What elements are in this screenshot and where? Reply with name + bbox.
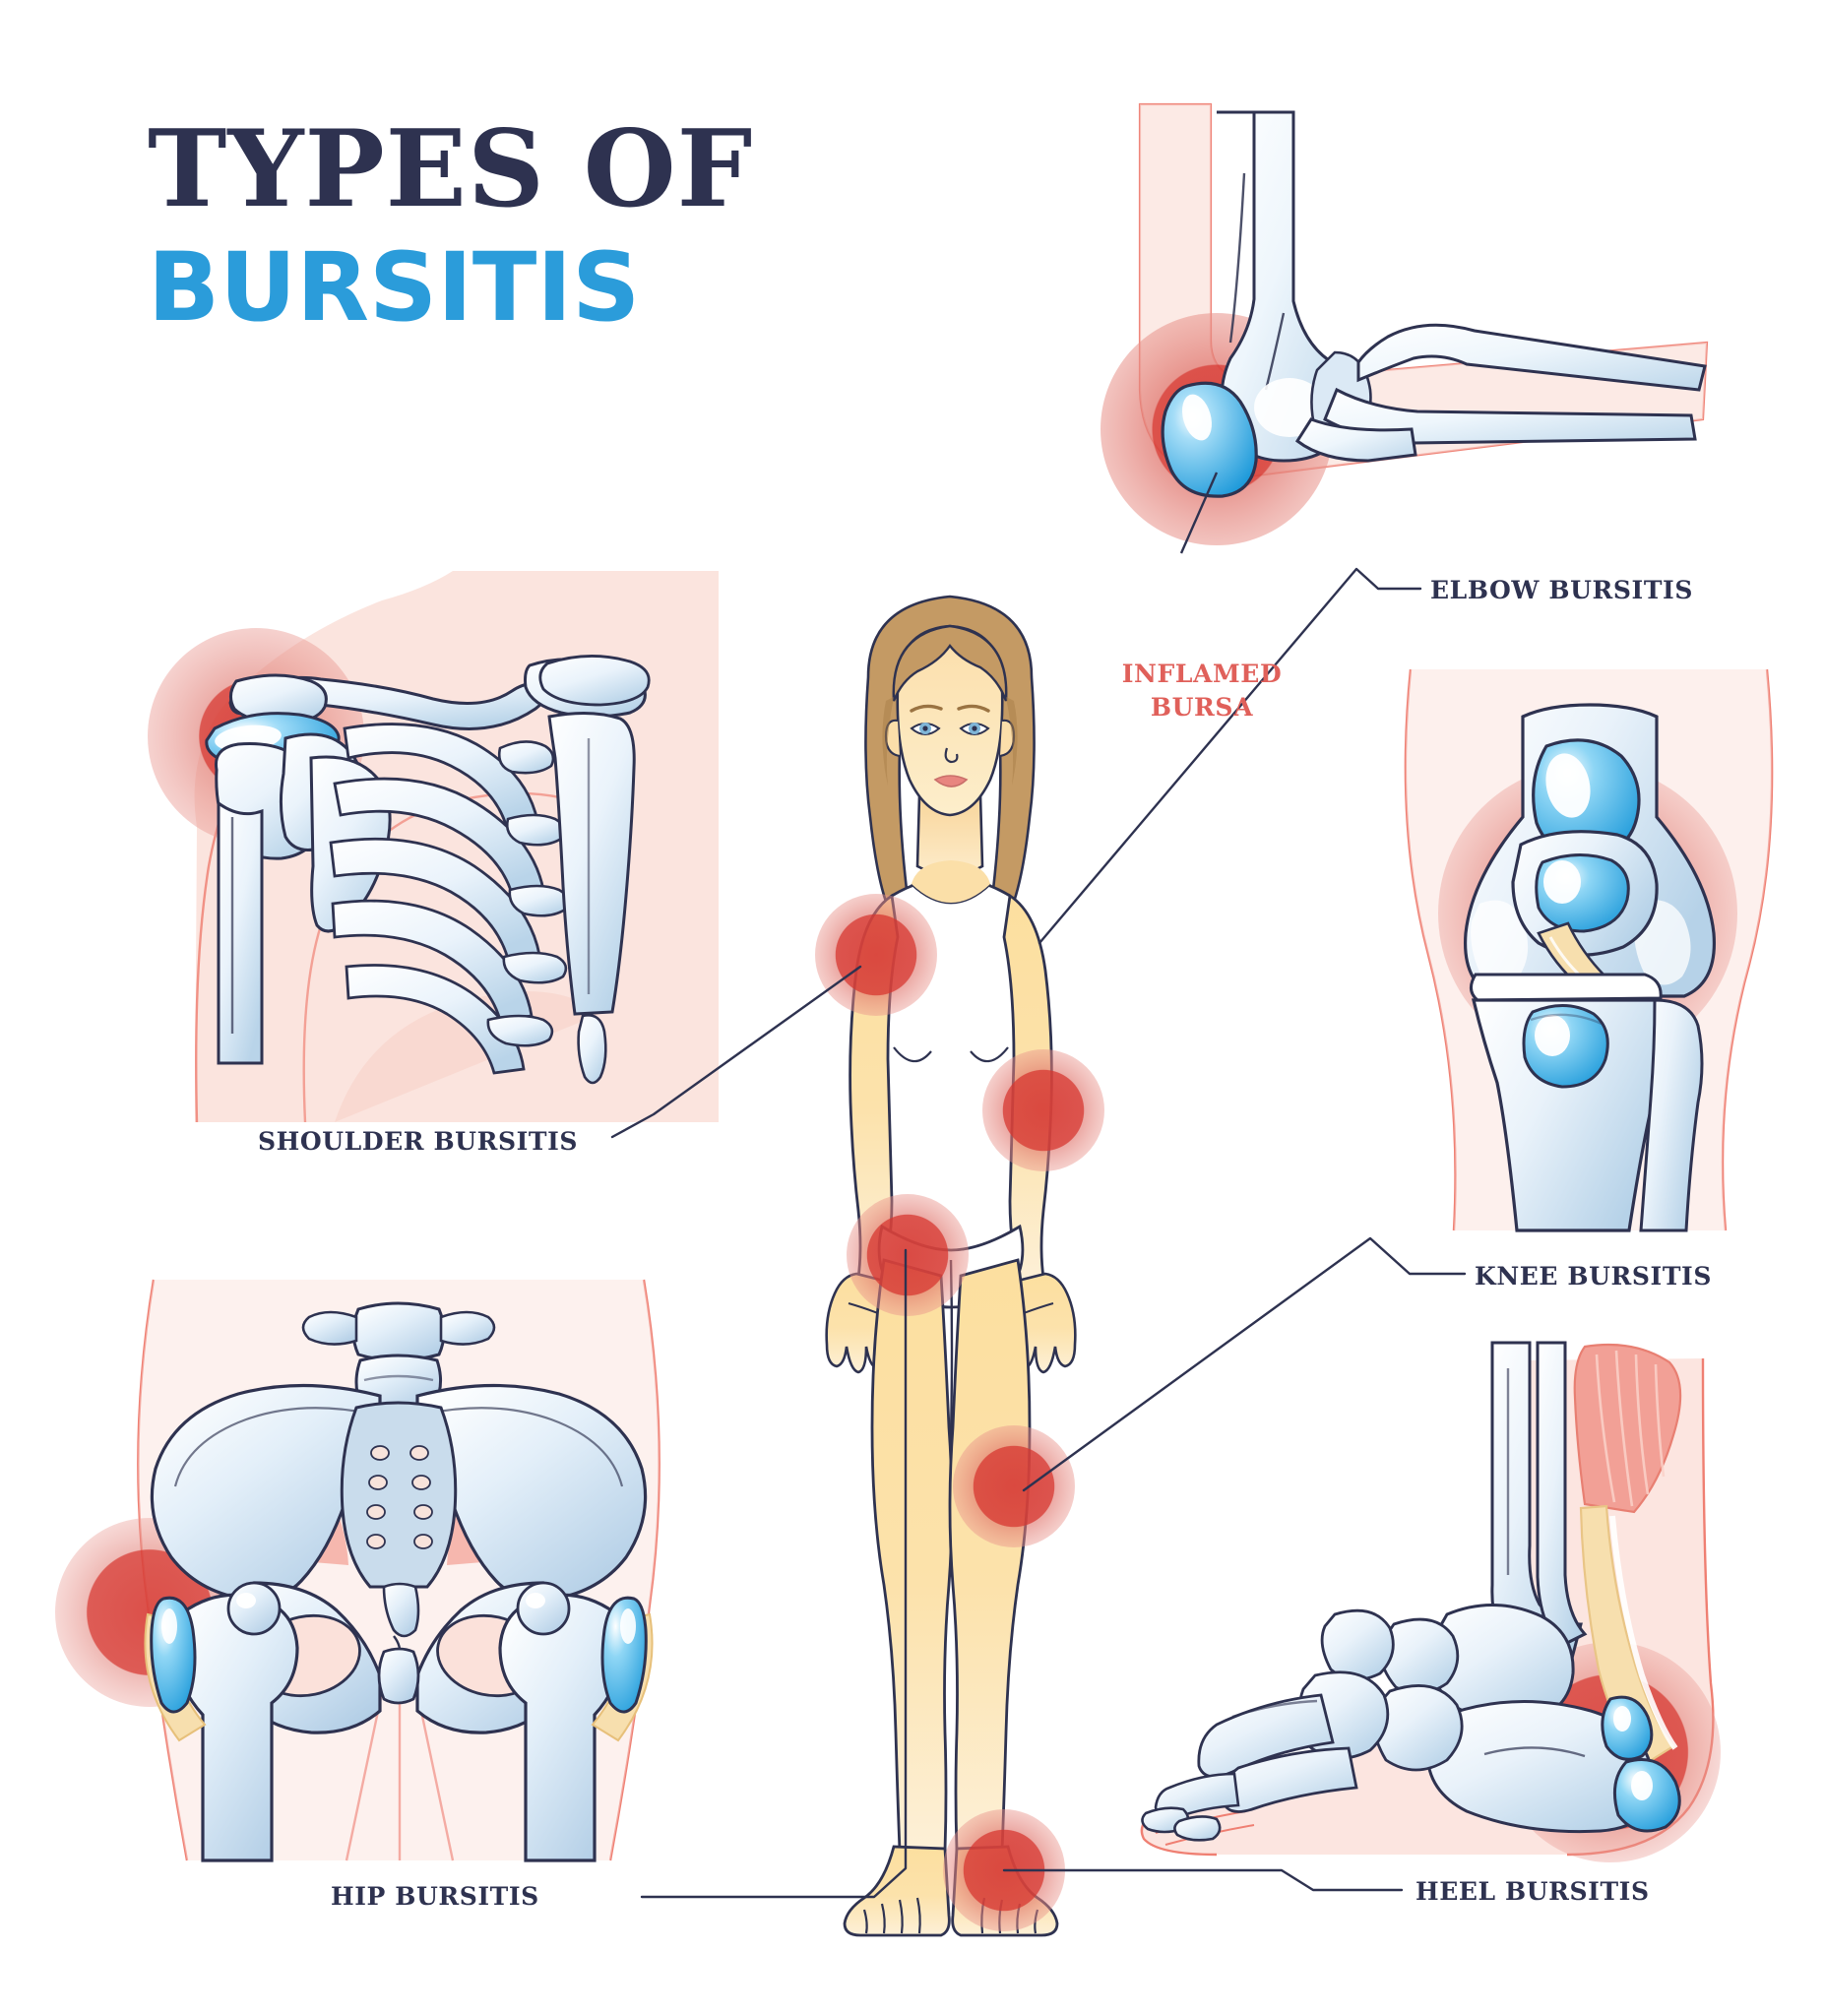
hair-side-left [882, 697, 894, 786]
eye-right [959, 723, 990, 735]
olecranon [1294, 417, 1417, 463]
costal-cartilage [486, 740, 570, 1047]
mouth [933, 775, 969, 788]
coccyx-bone [382, 1582, 420, 1638]
nose [944, 747, 959, 764]
calf-muscle [1573, 1343, 1682, 1514]
label-knee-bursitis: KNEE BURSITIS [1475, 1262, 1713, 1291]
femoral-head-right [516, 1581, 571, 1636]
tibial-plateau [1470, 973, 1663, 1002]
sacral-foramina [366, 1445, 433, 1549]
bust-line-right [970, 1046, 1009, 1063]
joint-hotspot-shoulder [815, 894, 937, 1016]
label-heel-bursitis: HEEL BURSITIS [1415, 1877, 1650, 1906]
radius-bone [1356, 323, 1707, 392]
label-hip-bursitis: HIP BURSITIS [331, 1882, 539, 1911]
page-title: TYPES OF BURSITIS [148, 116, 896, 335]
clavicle-head-right [538, 655, 651, 707]
pubic-symphysis [377, 1647, 420, 1705]
hair-side-right [1006, 697, 1018, 786]
leg-left [870, 1258, 954, 1853]
humerus-shaft [217, 800, 264, 1065]
female-body-silhouette [719, 571, 1181, 1969]
lumbar-vertebra-top [351, 1301, 446, 1362]
joint-hotspot-elbow [982, 1049, 1104, 1171]
eye-left [910, 723, 941, 735]
sacrum-bone [340, 1401, 458, 1589]
leg-right [948, 1258, 1032, 1853]
transverse-process-l [301, 1310, 358, 1346]
heel-bursitis-illustration [1122, 1329, 1762, 1880]
hair-front [892, 624, 1008, 702]
shoulder-bursitis-illustration [138, 571, 720, 1123]
title-line-bursitis: BURSITIS [148, 232, 641, 343]
joint-hotspot-knee [953, 1425, 1075, 1547]
eyebrow-left [910, 704, 943, 713]
fibula-bone [1639, 998, 1704, 1232]
label-elbow-bursitis: ELBOW BURSITIS [1430, 576, 1693, 604]
knee-bursitis-illustration [1373, 668, 1806, 1232]
elbow-bursitis-illustration [1101, 94, 1730, 577]
hip-bursitis-illustration [55, 1270, 709, 1862]
joint-hotspot-hip [847, 1194, 969, 1316]
fibula-bone-foot [1536, 1341, 1588, 1648]
phalanx-small [1173, 1815, 1222, 1842]
label-shoulder-bursitis: SHOULDER BURSITIS [258, 1127, 579, 1156]
transverse-process-r [439, 1310, 496, 1346]
label-inflamed-bursa: INFLAMED BURSA [1121, 660, 1283, 722]
eyebrow-right [957, 704, 990, 713]
bursa-pointer-line [1179, 472, 1219, 554]
foot-left [843, 1845, 951, 1937]
femoral-head-left [226, 1581, 282, 1636]
chest-skin [913, 864, 988, 900]
cuneiform-bone-1 [1320, 1608, 1395, 1681]
joint-hotspot-heel [943, 1809, 1065, 1931]
femoral-condyle-left [1471, 900, 1529, 985]
toes-left [862, 1897, 921, 1934]
xiphoid-process [577, 1014, 607, 1085]
bust-line-left [893, 1046, 932, 1063]
title-line-types-of: TYPES OF [148, 107, 754, 231]
